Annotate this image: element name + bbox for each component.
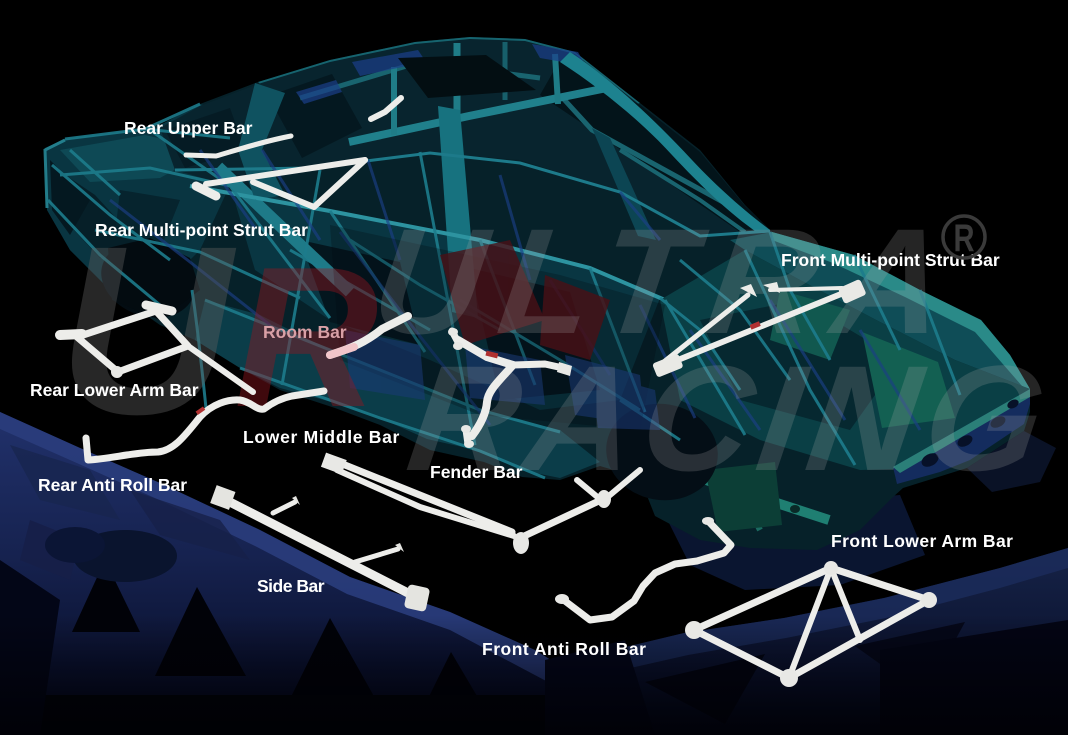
svg-text:ULTRA: ULTRA [364, 198, 975, 365]
svg-text:Rear Lower Arm Bar: Rear Lower Arm Bar [30, 380, 199, 400]
svg-text:Rear Upper Bar: Rear Upper Bar [124, 118, 253, 138]
svg-text:Front Multi-point Strut Bar: Front Multi-point Strut Bar [781, 250, 1000, 270]
svg-text:Room Bar: Room Bar [263, 322, 347, 342]
svg-text:Lower Middle Bar: Lower Middle Bar [243, 427, 400, 447]
svg-text:Rear Multi-point Strut Bar: Rear Multi-point Strut Bar [95, 220, 308, 240]
svg-text:Side Bar: Side Bar [257, 576, 325, 596]
svg-text:Front Lower Arm Bar: Front Lower Arm Bar [831, 531, 1013, 551]
svg-text:R: R [954, 217, 975, 260]
svg-text:Front Anti Roll Bar: Front Anti Roll Bar [482, 639, 646, 659]
svg-text:Fender Bar: Fender Bar [430, 462, 523, 482]
svg-text:Rear Anti Roll Bar: Rear Anti Roll Bar [38, 475, 187, 495]
